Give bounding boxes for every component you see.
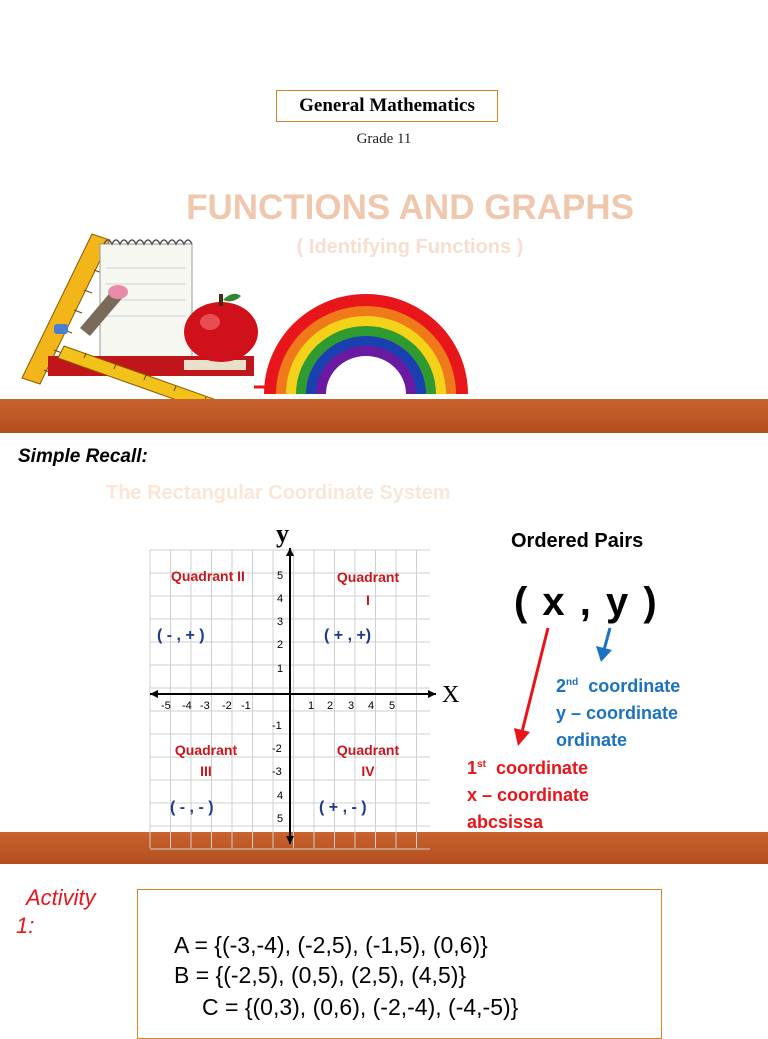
- y-tick-2: 2: [277, 639, 283, 651]
- y-tick-neg3: -3: [272, 766, 282, 778]
- ordered-pair-notation: ( x , y ): [514, 580, 659, 624]
- second-coordinate-line-3: ordinate: [556, 730, 628, 750]
- y-tick-neg2: -2: [272, 743, 282, 755]
- school-supplies-illustration: [21, 233, 468, 427]
- second-ordinal-suffix: nd: [566, 677, 579, 688]
- page-subtitle: ( Identifying Functions ): [296, 236, 524, 258]
- quadrant-1-label: Quadrant: [337, 569, 400, 585]
- y-tick-neg1: -1: [272, 720, 282, 732]
- second-ordinal-number: 2: [556, 676, 567, 696]
- quadrant-2-label: Quadrant II: [171, 568, 245, 584]
- x-axis-arrow-left: [150, 690, 158, 698]
- activity-sets-box: A = {(-3,-4), (-2,5), (-1,5), (0,6)} B =…: [137, 889, 662, 1039]
- y-axis-arrow-down: [286, 836, 294, 844]
- pair-arrows: [514, 627, 612, 746]
- y-tick-1: 1: [277, 663, 283, 675]
- quadrant-1-numeral: I: [366, 592, 370, 608]
- x-axis-arrow-right: [428, 690, 436, 698]
- quadrant-3-label: Quadrant: [175, 742, 238, 758]
- set-c: C = {(0,3), (0,6), (-2,-4), (-4,-5)}: [202, 994, 519, 1020]
- second-coordinate-word: coordinate: [588, 676, 681, 696]
- quadrant-3-sign: ( - , - ): [170, 799, 214, 816]
- x-tick-neg1: -1: [241, 700, 251, 712]
- set-a: A = {(-3,-4), (-2,5), (-1,5), (0,6)}: [174, 932, 488, 958]
- quadrant-1-sign: ( + , +): [324, 627, 371, 644]
- first-arrowhead-icon: [514, 728, 530, 746]
- x-tick-4: 4: [368, 700, 374, 712]
- first-ordinal-number: 1: [467, 758, 478, 778]
- y-tick-neg4: 4: [277, 790, 283, 802]
- section-topic: The Rectangular Coordinate System: [106, 482, 451, 504]
- first-coordinate-word: coordinate: [495, 758, 588, 778]
- grade-label: Grade 11: [356, 131, 412, 147]
- y-tick-4: 4: [277, 593, 283, 605]
- quadrant-2-sign: ( - , + ): [157, 627, 205, 644]
- y-axis-label: y: [276, 519, 289, 548]
- subject-title: General Mathematics: [276, 90, 498, 122]
- first-ordinal-suffix: st: [477, 759, 486, 770]
- simple-recall-label: Simple Recall:: [18, 446, 148, 467]
- second-coordinate-line-2: y – coordinate: [556, 703, 679, 723]
- x-tick-2: 2: [327, 700, 333, 712]
- first-coordinate-line-2: x – coordinate: [467, 785, 590, 805]
- x-tick-3: 3: [348, 700, 354, 712]
- section-divider-band: [0, 832, 768, 864]
- activity-label: Activity 1:: [16, 884, 116, 940]
- activity-label-line-2: 1:: [16, 913, 35, 938]
- x-tick-neg3: -3: [200, 700, 210, 712]
- y-tick-neg5: 5: [277, 813, 283, 825]
- second-coordinate-text: 2nd coordinate y – coordinate ordinate: [556, 669, 680, 754]
- pencil-icon: [54, 285, 128, 336]
- quadrant-3-numeral: III: [200, 763, 212, 779]
- x-tick-neg2: -2: [222, 700, 232, 712]
- x-tick-1: 1: [308, 700, 314, 712]
- rainbow-icon: [264, 294, 468, 394]
- first-coordinate-line-3: abcsissa: [467, 812, 544, 832]
- first-coordinate-line-1: 1st coordinate: [467, 751, 589, 782]
- quadrant-4-label: Quadrant: [337, 742, 400, 758]
- y-axis-arrow-up: [286, 548, 294, 556]
- page-title: FUNCTIONS AND GRAPHS: [186, 188, 634, 227]
- y-tick-3: 3: [277, 616, 283, 628]
- y-tick-5: 5: [277, 570, 283, 582]
- set-b: B = {(-2,5), (0,5), (2,5), (4,5)}: [174, 962, 467, 988]
- quadrant-4-numeral: IV: [361, 763, 375, 779]
- x-tick-neg5: -5: [161, 700, 171, 712]
- second-arrowhead-icon: [596, 646, 612, 662]
- header-divider-band: [0, 399, 768, 433]
- x-tick-5: 5: [389, 700, 395, 712]
- first-coordinate-text: 1st coordinate x – coordinate abcsissa: [467, 751, 589, 836]
- activity-label-line-1: Activity: [26, 885, 96, 910]
- x-tick-neg4: -4: [182, 700, 192, 712]
- ordered-pairs-heading: Ordered Pairs: [511, 530, 644, 552]
- quadrant-4-sign: ( + , - ): [319, 799, 367, 816]
- coordinate-plane: y X -5 -4 -3 -2 -1 1 2 3 4 5 5 4 3 2 1 -…: [149, 519, 459, 850]
- second-coordinate-arrow: [602, 627, 612, 651]
- x-axis-label: X: [442, 682, 459, 708]
- second-coordinate-line-1: 2nd coordinate: [556, 669, 680, 700]
- apple-icon: [184, 293, 258, 362]
- first-coordinate-arrow: [520, 627, 550, 733]
